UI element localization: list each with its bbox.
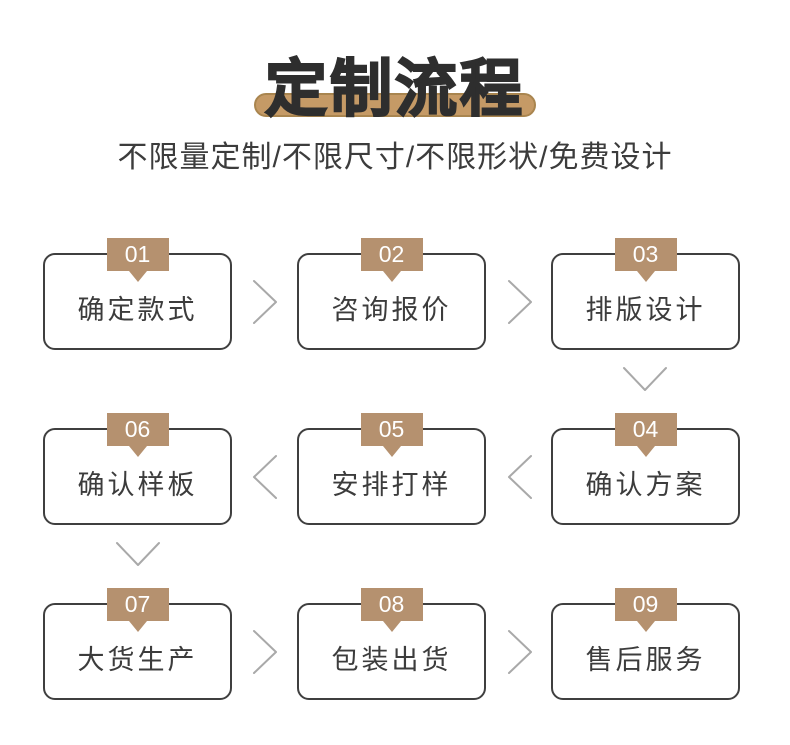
- step-card-04: 04 确认方案: [551, 413, 740, 525]
- step-label: 安排打样: [331, 470, 452, 500]
- step-label: 确定款式: [77, 295, 198, 325]
- step-number-badge: 03: [614, 238, 677, 271]
- step-number-badge: 08: [360, 588, 423, 621]
- arrow-down-icon: [115, 541, 161, 567]
- step-label: 咨询报价: [331, 295, 452, 325]
- step-card-01: 01 确定款式: [43, 238, 232, 350]
- step-number: 08: [378, 591, 405, 617]
- step-number-badge: 02: [360, 238, 423, 271]
- page-title: 定制流程: [264, 54, 525, 125]
- step-number-badge: 07: [106, 588, 169, 621]
- step-number-badge: 09: [614, 588, 677, 621]
- arrow-left-icon: [507, 454, 533, 500]
- step-card-07: 07 大货生产: [43, 588, 232, 700]
- step-card-03: 03 排版设计: [551, 238, 740, 350]
- step-number: 02: [378, 241, 405, 267]
- step-label: 售后服务: [585, 645, 706, 675]
- arrow-down-icon: [622, 366, 668, 392]
- step-label: 确认方案: [585, 470, 706, 500]
- step-number-badge: 04: [614, 413, 677, 446]
- arrow-left-icon: [252, 454, 278, 500]
- step-card-08: 08 包装出货: [297, 588, 486, 700]
- step-card-02: 02 咨询报价: [297, 238, 486, 350]
- step-number: 09: [632, 591, 659, 617]
- step-number: 05: [378, 416, 405, 442]
- title-underline-bar: [254, 93, 536, 117]
- step-label: 排版设计: [585, 295, 706, 325]
- step-card-06: 06 确认样板: [43, 413, 232, 525]
- arrow-right-icon: [252, 629, 278, 675]
- step-card-05: 05 安排打样: [297, 413, 486, 525]
- step-number: 07: [124, 591, 151, 617]
- step-number-badge: 06: [106, 413, 169, 446]
- subtitle: 不限量定制/不限尺寸/不限形状/免费设计: [117, 141, 673, 174]
- step-card-09: 09 售后服务: [551, 588, 740, 700]
- step-label: 包装出货: [331, 645, 452, 675]
- step-label: 确认样板: [77, 470, 198, 500]
- step-number: 06: [124, 416, 151, 442]
- step-number: 03: [632, 241, 659, 267]
- step-number-badge: 05: [360, 413, 423, 446]
- arrow-right-icon: [252, 279, 278, 325]
- step-number-badge: 01: [106, 238, 169, 271]
- step-number: 04: [632, 416, 659, 442]
- arrow-right-icon: [507, 629, 533, 675]
- step-label: 大货生产: [77, 645, 198, 675]
- arrow-right-icon: [507, 279, 533, 325]
- step-number: 01: [124, 241, 151, 267]
